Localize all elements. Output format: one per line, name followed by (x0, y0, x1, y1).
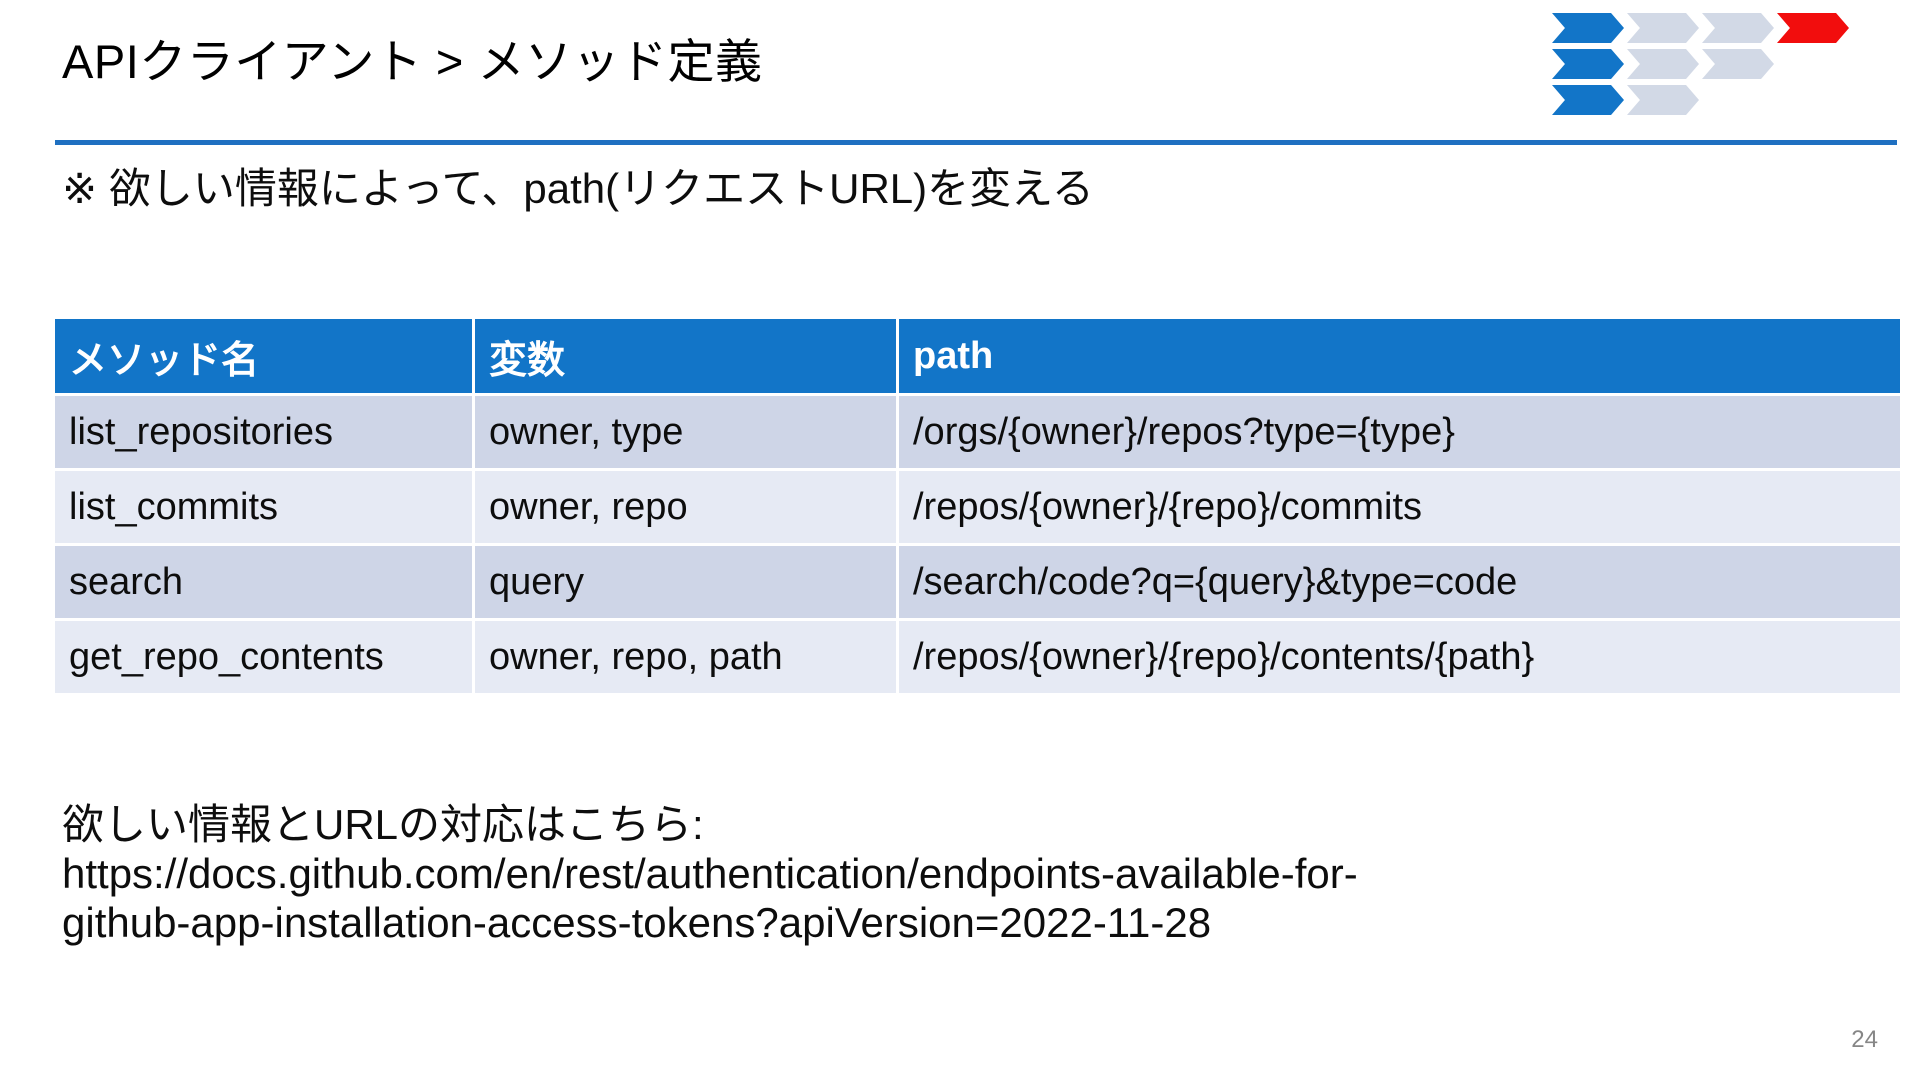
cell-path: /search/code?q={query}&type=code (899, 543, 1900, 618)
page-number: 24 (1851, 1026, 1878, 1053)
cell-variables: owner, repo (475, 468, 899, 543)
table-header-row: メソッド名 変数 path (55, 319, 1900, 393)
logo-chevron-row-2 (1552, 49, 1774, 79)
cell-method-name: list_repositories (55, 393, 475, 468)
column-header-path: path (899, 319, 1900, 393)
logo-chevron-row-3 (1552, 85, 1699, 115)
chevron-grey-icon (1627, 85, 1699, 115)
reference-text-block: 欲しい情報とURLの対応はこちら: https://docs.github.co… (62, 800, 1358, 947)
reference-url-line-2: github-app-installation-access-tokens?ap… (62, 899, 1212, 946)
chevron-blue-icon (1552, 13, 1624, 43)
chevron-grey-icon (1627, 49, 1699, 79)
page-title: APIクライアント > メソッド定義 (62, 35, 763, 88)
method-definition-table: メソッド名 変数 path list_repositories owner, t… (55, 319, 1900, 693)
cell-method-name: get_repo_contents (55, 618, 475, 693)
cell-variables: query (475, 543, 899, 618)
chevron-grey-icon (1702, 49, 1774, 79)
cell-variables: owner, repo, path (475, 618, 899, 693)
title-divider-rule (55, 140, 1897, 145)
cell-path: /orgs/{owner}/repos?type={type} (899, 393, 1900, 468)
table-row: list_commits owner, repo /repos/{owner}/… (55, 468, 1900, 543)
column-header-variables: 変数 (475, 319, 899, 393)
table-row: list_repositories owner, type /orgs/{own… (55, 393, 1900, 468)
chevron-grey-icon (1627, 13, 1699, 43)
chevron-blue-icon (1552, 49, 1624, 79)
note-text: ※ 欲しい情報によって、path(リクエストURL)を変える (62, 165, 1094, 212)
cell-method-name: list_commits (55, 468, 475, 543)
brand-logo (1552, 10, 1849, 122)
reference-url-line-1: https://docs.github.com/en/rest/authenti… (62, 850, 1358, 897)
table-row: search query /search/code?q={query}&type… (55, 543, 1900, 618)
cell-method-name: search (55, 543, 475, 618)
chevron-blue-icon (1552, 85, 1624, 115)
logo-chevron-row-1 (1552, 13, 1849, 43)
reference-label: 欲しい情報とURLの対応はこちら: (62, 801, 704, 848)
cell-path: /repos/{owner}/{repo}/commits (899, 468, 1900, 543)
chevron-red-icon (1777, 13, 1849, 43)
cell-variables: owner, type (475, 393, 899, 468)
column-header-method-name: メソッド名 (55, 319, 475, 393)
cell-path: /repos/{owner}/{repo}/contents/{path} (899, 618, 1900, 693)
chevron-grey-icon (1702, 13, 1774, 43)
table-row: get_repo_contents owner, repo, path /rep… (55, 618, 1900, 693)
